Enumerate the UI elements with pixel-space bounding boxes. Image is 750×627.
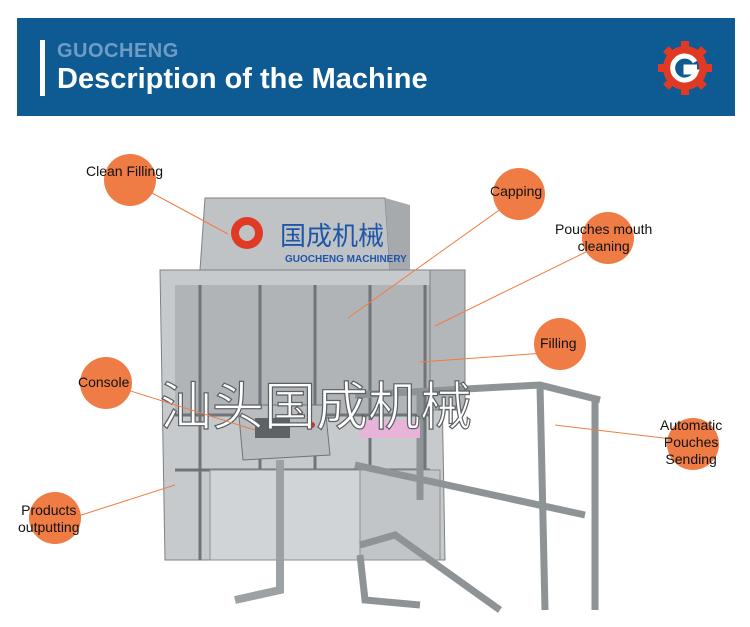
label-pouches-mouth-line1: Pouches mouth <box>555 221 653 237</box>
label-automatic-line2: Pouches <box>663 434 719 450</box>
label-pouches-mouth-cleaning: Pouches mouth cleaning <box>555 221 652 255</box>
callout-circle-clean-filling <box>104 154 156 206</box>
brand-name: GUOCHENG <box>57 40 179 62</box>
label-filling: Filling <box>540 335 577 351</box>
header-banner: GUOCHENG Description of the Machine <box>17 18 735 116</box>
label-clean-filling: Clean Filling <box>86 163 164 179</box>
label-products-outputting: Products outputting <box>18 502 80 536</box>
callout-circle-filling <box>534 318 586 370</box>
label-products-line1: Products <box>21 502 77 518</box>
callout-circle-automatic-pouches-sending <box>667 418 719 470</box>
callout-circle-products-outputting <box>29 492 81 544</box>
watermark-text: 汕头国成机械 <box>160 380 472 437</box>
label-automatic-line3: Sending <box>665 451 717 467</box>
panel-en-text: GUOCHENG MACHINERY <box>285 254 407 265</box>
label-console: Console <box>78 374 130 390</box>
label-automatic-pouches-sending: Automatic Pouches Sending <box>660 417 722 468</box>
label-capping: Capping <box>490 183 543 199</box>
callout-circle-pouches-mouth-cleaning <box>582 212 634 264</box>
label-products-line2: outputting <box>18 519 80 535</box>
callout-circle-console <box>80 357 132 409</box>
label-automatic-line1: Automatic <box>660 417 723 433</box>
label-pouches-mouth-line2: cleaning <box>577 238 630 254</box>
panel-cn-text: 国成机械 <box>280 221 384 251</box>
gear-g-logo-icon <box>658 41 712 95</box>
callout-circle-capping <box>493 168 545 220</box>
header-accent-bar <box>40 40 45 96</box>
page-title: Description of the Machine <box>57 63 428 95</box>
